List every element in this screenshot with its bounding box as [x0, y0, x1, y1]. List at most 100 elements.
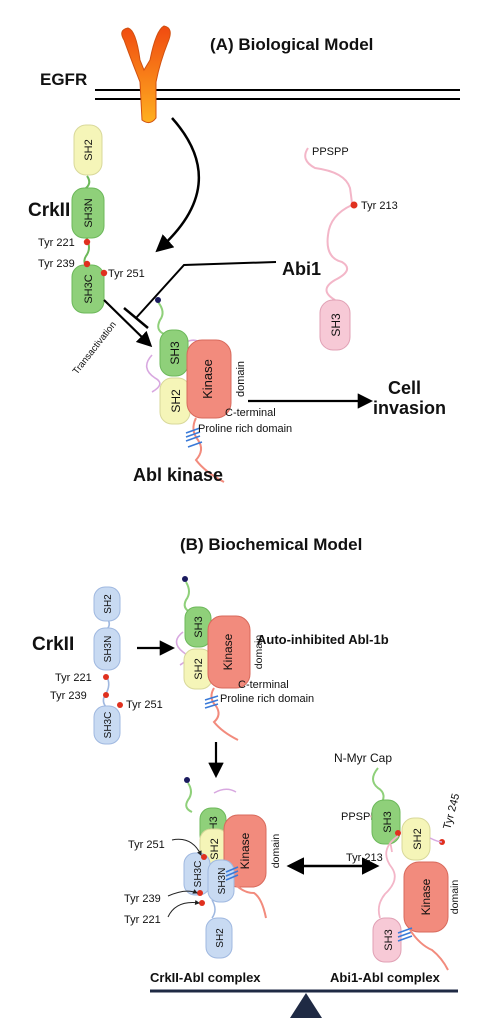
cx-kinase-label: Kinase [238, 832, 252, 869]
abl-a-proline-marks [185, 427, 203, 448]
abl-b-c-terminal-label: C-terminal [238, 679, 289, 691]
cell-label: Cell [388, 378, 421, 398]
ab-c-terminal-tail [409, 929, 449, 971]
crkii-b-sh3n-label: SH3N [103, 636, 114, 663]
cx-domain-label: domain [270, 834, 282, 869]
autoinhibited-label: Auto-inhibited Abl-1b [257, 632, 389, 647]
tyr239-dot [83, 260, 91, 268]
nmyr-label: N-Myr Cap [334, 751, 392, 765]
ab-sh3-domain [371, 799, 401, 845]
crkii-a-sh2-domain [73, 124, 103, 176]
ab-kinase-label: Kinase [419, 878, 433, 915]
abi1-ppspp-label: PPSPP [312, 146, 349, 158]
abl-b-proline-marks [204, 695, 219, 709]
abl-b-sh3-label: SH3 [193, 616, 205, 637]
abi1-abl-complex-label: Abi1-Abl complex [330, 970, 441, 985]
abl-a-linker [145, 354, 161, 393]
inhibition-bar [123, 307, 149, 329]
abi1-tyr213-label: Tyr 213 [361, 200, 398, 212]
abl-a-myr-dot [155, 297, 161, 303]
ab-abi-sh3-label: SH3 [383, 929, 395, 950]
transactivation-label: Transactivation [71, 320, 119, 377]
crkii-b-tyr251-dot [117, 702, 123, 708]
cx-linker [213, 788, 237, 794]
crkii-b-tyr221-dot [103, 674, 109, 680]
crkii-abl-complex-label: CrkII-Abl complex [150, 970, 261, 985]
crkii-b-sh3n-domain [93, 627, 121, 671]
abl-a-domain-label: domain [235, 361, 247, 397]
cx-crk-sh2-domain [205, 917, 233, 959]
panel-b-crkii-label: CrkII [32, 634, 74, 655]
egfr-to-crkii-arrow [155, 117, 201, 253]
ab-proline-marks [397, 927, 413, 942]
crkii-b-sh2-label: SH2 [103, 594, 114, 614]
cx-tyr239-pointer [167, 889, 198, 897]
abl-b-kinase-label: Kinase [221, 633, 235, 670]
cx-tyr221-label: Tyr 221 [124, 914, 161, 926]
abl-a-kinase-domain [186, 339, 232, 419]
tyr251-dot [100, 269, 108, 277]
ab-sh3-label: SH3 [382, 811, 394, 832]
cx-ncap [185, 782, 193, 813]
crkii-a-sh3n-domain [71, 187, 105, 239]
cx-c-terminal-tail [235, 884, 267, 919]
crkii-a-sh3c-label: SH3C [83, 274, 95, 303]
abi1-inhibition-line [135, 261, 277, 319]
crkii-b-tyr251-label: Tyr 251 [126, 699, 163, 711]
cx-proline-marks [225, 866, 239, 881]
abl-b-sh2-label: SH2 [193, 658, 205, 679]
crkii-a-sh3n-label: SH3N [83, 198, 95, 227]
crkii-b-tyr221-label: Tyr 221 [55, 672, 92, 684]
ab-kinase-domain [403, 861, 449, 933]
ab-domain-label: domain [449, 880, 461, 915]
panel-a-tyr239: Tyr 239 [38, 258, 75, 270]
ab-abi-linker [377, 835, 399, 919]
ab-tyr213-label: Tyr 213 [346, 852, 383, 864]
crkii-b-tyr239-dot [103, 692, 109, 698]
crkii-b-sh3c-domain [93, 705, 121, 745]
cx-crk-sh3n-domain [207, 859, 235, 903]
balance-fulcrum [290, 993, 322, 1018]
cx-crk-sh3c-label: SH3C [193, 861, 204, 888]
crkii-b-sh2-domain [93, 586, 121, 622]
panel-a-tyr251: Tyr 251 [108, 268, 145, 280]
ab-ppspp-label: PPSPP [341, 811, 378, 823]
abl-a-proline-label: Proline rich domain [198, 423, 292, 435]
abl-b-myr-dot [182, 576, 188, 582]
abi1-sh3-domain [319, 299, 351, 351]
abl-a-ncap [157, 301, 165, 335]
abl-b-proline-label: Proline rich domain [220, 693, 314, 705]
abl-a-kinase-label: Kinase [200, 359, 215, 399]
abl-a-sh2-label: SH2 [169, 389, 183, 413]
cx-tyr221-dot [199, 900, 205, 906]
cx-tyr221-pointer [167, 900, 200, 918]
abl-b-domain-label: domain [253, 635, 265, 670]
abl-b-kinase-domain [207, 615, 251, 689]
panel-a-title: (A) Biological Model [210, 35, 373, 54]
cx-crk-linker [211, 899, 216, 919]
abi1-tyr213-dot [350, 201, 358, 209]
abi1-sh3-label: SH3 [329, 313, 343, 337]
invasion-label: invasion [373, 398, 446, 418]
panel-a-crkii-label: CrkII [28, 200, 70, 221]
egfr-receptor-icon [121, 25, 171, 124]
crkii-b-tyr239-label: Tyr 239 [50, 690, 87, 702]
cx-tyr251-pointer [171, 838, 202, 856]
cx-crk-sh2-label: SH2 [215, 928, 226, 948]
cx-tyr239-label: Tyr 239 [124, 893, 161, 905]
abl-a-sh3-label: SH3 [168, 341, 182, 365]
panel-a-tyr221: Tyr 221 [38, 237, 75, 249]
abl-kinase-label: Abl kinase [133, 465, 223, 485]
abi1-label: Abi1 [282, 259, 321, 279]
cx-tyr251-label: Tyr 251 [128, 839, 165, 851]
ab-sh2-label: SH2 [412, 828, 424, 849]
crkii-a-sh2-label: SH2 [83, 139, 95, 160]
cx-tyr239-dot [197, 890, 203, 896]
abl-b-ncap [183, 581, 191, 613]
ab-sh2-domain [401, 817, 431, 861]
egfr-label: EGFR [40, 70, 87, 89]
cx-tyr251-dot [201, 854, 207, 860]
transactivation-arrow [103, 299, 153, 348]
